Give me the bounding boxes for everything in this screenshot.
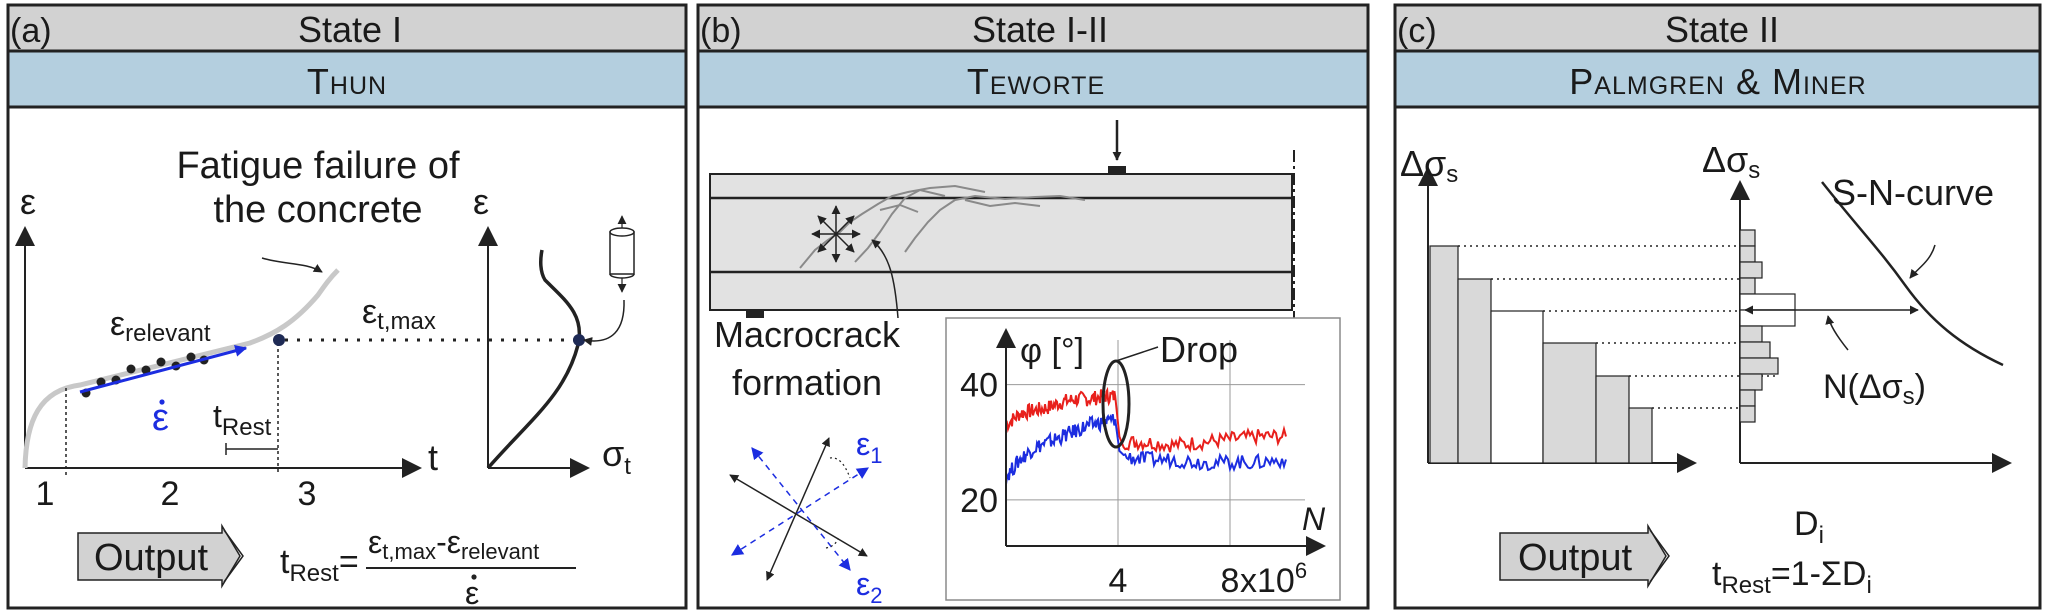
panel-b: (b) State I-II Teworte Ma <box>696 3 1370 610</box>
rotation-chart-x-exponent-base: x106 <box>1240 558 1307 600</box>
rotation-chart-y-label: φ [°] <box>1020 332 1084 370</box>
eps2-label: ε2 <box>856 566 883 608</box>
panel-b-state-title: State I-II <box>972 9 1108 50</box>
phase-2-label: 2 <box>161 475 180 513</box>
y-tick-label: 20 <box>960 482 998 520</box>
rotation-chart-grid <box>1006 340 1305 546</box>
series-line-1 <box>1005 386 1287 454</box>
sigma-axis-label: σt <box>602 433 631 480</box>
panel-c-output-label: Output <box>1518 537 1633 579</box>
strain-curve <box>22 268 340 469</box>
phase-3-label: 3 <box>298 475 317 513</box>
eps-axis-label: ε <box>20 181 36 222</box>
damage-label: Di <box>1794 505 1824 549</box>
y-tick-label: 40 <box>960 367 998 405</box>
panel-c: (c) State II Palmgren & Miner Δσs Δσs <box>1393 3 2042 610</box>
panel-c-state-title: State II <box>1665 9 1779 50</box>
fatigue-annotation-line1: Fatigue failure of <box>176 145 459 187</box>
panel-c-model-header <box>1393 49 2042 109</box>
crack-stress-symbol-icon <box>811 205 861 263</box>
stress-strain-curve <box>486 249 582 470</box>
fatigue-annotation-line2: the concrete <box>213 189 422 231</box>
panel-b-model-header <box>696 49 1370 109</box>
support-plate <box>746 310 764 318</box>
formula-denominator: ε <box>465 575 479 611</box>
rotation-chart-x-label: N <box>1302 501 1326 537</box>
eps-axis-2-label: ε <box>473 181 489 222</box>
drop-leader-line <box>1115 346 1159 362</box>
principal-strain-diagram <box>729 437 870 581</box>
load-plate <box>1108 166 1126 174</box>
rotation-chart: 20 40 4 8 φ [°] N x106 Drop <box>945 317 1341 601</box>
panel-c-output-badge <box>1499 523 1667 589</box>
cylinder-specimen-icon <box>609 215 635 293</box>
eps-tmax-point-right <box>573 334 585 346</box>
panel-a-output-label: Output <box>94 537 209 579</box>
stress-block-bars <box>1429 245 1653 464</box>
x-tick-label: 4 <box>1109 562 1128 600</box>
panel-a-state-title: State I <box>298 9 402 50</box>
panel-b-model-title: Teworte <box>967 61 1105 102</box>
drop-label: Drop <box>1160 329 1238 370</box>
beam <box>709 173 1293 311</box>
macrocrack-label-line1: Macrocrack <box>714 314 901 355</box>
cycles-label-pointer <box>1825 315 1849 351</box>
crack-pattern <box>799 184 1086 269</box>
eps-relevant-label: εrelevant <box>110 305 211 347</box>
panel-a-output-badge <box>77 523 241 589</box>
stress-range-label-right: Δσs <box>1702 139 1760 184</box>
sn-curve-pointer <box>1909 244 1936 279</box>
panel-a-label: (a) <box>10 12 52 50</box>
stress-range-label-left: Δσs <box>1400 143 1458 188</box>
panel-c-model-title: Palmgren & Miner <box>1569 61 1866 102</box>
panel-a: (a) State I Thun Fatigue failure of the … <box>6 3 688 611</box>
projection-lines <box>1458 245 1776 409</box>
rest-life-formula: tRest=1-ΣDi <box>1712 555 1872 599</box>
t-axis-label: t <box>428 437 438 478</box>
panel-c-label: (c) <box>1397 12 1437 50</box>
eps-tmax-label: εt,max <box>362 293 436 335</box>
strain-rate-line <box>79 344 248 394</box>
macrocrack-label-line2: formation <box>732 362 882 403</box>
macrocrack-arrow <box>871 239 899 319</box>
cylinder-pointer-arrow <box>583 299 625 346</box>
eps-tmax-point-left <box>273 334 285 346</box>
x-tick-label: 8 <box>1221 562 1240 600</box>
panel-a-model-header <box>6 49 688 109</box>
formula-lhs: tRest= <box>280 543 359 587</box>
panel-b-label: (b) <box>700 12 742 50</box>
eps1-label: ε1 <box>856 426 883 468</box>
sn-curve <box>1821 181 2004 367</box>
formula-numerator: εt,max-εrelevant <box>368 524 539 564</box>
phase-1-label: 1 <box>36 475 55 513</box>
eps-rate-dot <box>159 399 165 405</box>
sn-curve-label: S-N-curve <box>1832 172 1994 213</box>
eps-rate-label: ε <box>152 397 169 439</box>
panel-a-model-title: Thun <box>307 61 387 102</box>
t-rest-label: tRest <box>213 398 272 441</box>
fatigue-annotation-arrow <box>261 257 323 273</box>
cycles-to-failure-label: N(Δσs) <box>1823 368 1926 410</box>
